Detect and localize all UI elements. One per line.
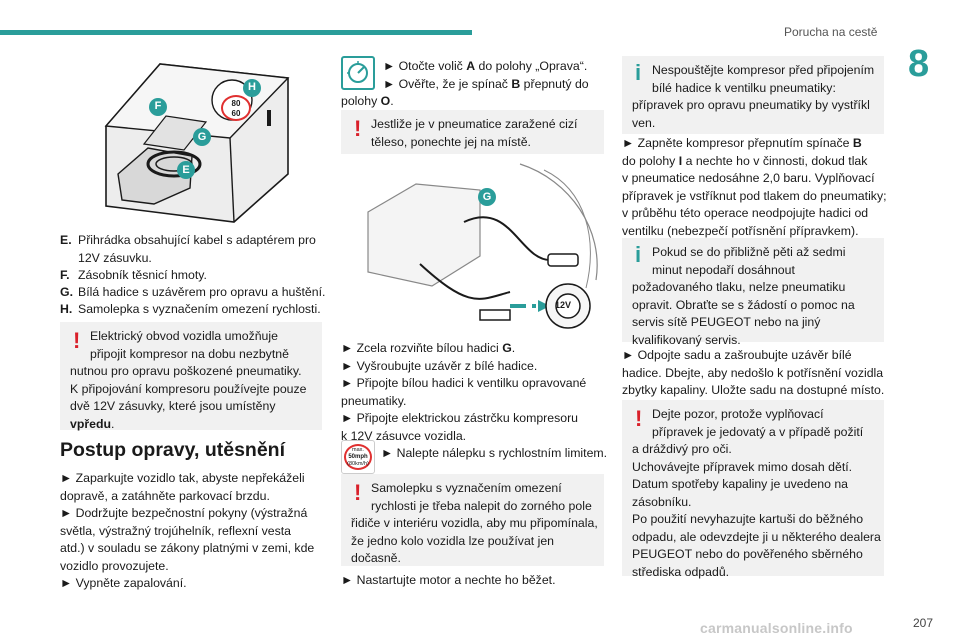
warning-icon: ! bbox=[354, 116, 362, 141]
warning-box-electrical: Elektrický obvod vozidla umožňuje připoj… bbox=[60, 322, 322, 431]
warning-icon: ! bbox=[354, 480, 362, 505]
section-title: Postup opravy, utěsnění bbox=[60, 439, 286, 461]
start-engine-step: ► Nastartujte motor a nechte ho běžet. bbox=[341, 573, 556, 587]
watermark: carmanualsonline.info bbox=[700, 620, 853, 636]
selector-dial-icon bbox=[341, 56, 375, 90]
hose-connection-illustration bbox=[367, 163, 598, 329]
socket-label-12v: 12V bbox=[555, 300, 572, 310]
warning-box-toxic: Dejte pozor, protože vyplňovací příprave… bbox=[622, 400, 884, 579]
procedure-steps-compressor: ► Zapněte kompresor přepnutím spínače B … bbox=[622, 136, 887, 238]
figure1-label-g: G bbox=[197, 131, 207, 143]
warning-icon: ! bbox=[73, 328, 81, 353]
info-icon: i bbox=[635, 60, 642, 85]
repair-kit-illustration bbox=[104, 63, 290, 223]
chapter-number: 8 bbox=[908, 43, 930, 85]
label-circle-g bbox=[193, 128, 211, 146]
speed-limit-sticker-icon: max. 50mph (80km/h) bbox=[341, 440, 375, 474]
label-circle-h bbox=[243, 79, 261, 97]
warning-box-foreign-object: Jestliže je v pneumatice zaražené cizí t… bbox=[341, 110, 604, 154]
label-circle-f bbox=[149, 98, 167, 116]
warning-box-speed-sticker: Samolepku s vyznačením omezení rychlosti… bbox=[341, 474, 604, 566]
info-box-pressure: Pokud se do přibližně pěti až sedmi minu… bbox=[622, 238, 884, 347]
legend-item-f: F. Zásobník těsnicí hmoty. bbox=[60, 268, 207, 282]
figure1-label-h: H bbox=[248, 81, 256, 93]
page-number: 207 bbox=[913, 616, 934, 630]
procedure-steps-disconnect: ► Odpojte sadu a zašroubujte uzávěr bílé… bbox=[622, 348, 885, 397]
label-circle-g2 bbox=[478, 188, 496, 206]
figure2-label-g: G bbox=[482, 191, 492, 203]
procedure-steps-hose: ► Zcela rozviňte bílou hadici G. ► Vyšro… bbox=[341, 341, 608, 460]
dial-step-text: ► Otočte volič A do polohy „Oprava“. ► O… bbox=[341, 59, 589, 108]
figure1-label-e: E bbox=[182, 164, 190, 176]
legend-item-e: E. Přihrádka obsahující kabel s adaptére… bbox=[60, 233, 316, 265]
top-accent-bar bbox=[0, 30, 472, 35]
warning-icon: ! bbox=[635, 406, 643, 431]
legend-item-g: G. Bílá hadice s uzávěrem pro opravu a h… bbox=[60, 285, 326, 299]
info-icon: i bbox=[635, 242, 642, 267]
running-title: Porucha na cestě bbox=[784, 25, 878, 39]
info-box-compressor: Nespouštějte kompresor před připojením b… bbox=[622, 56, 884, 134]
speed-sticker-80-60: 80 60 bbox=[221, 95, 251, 121]
legend-item-h: H. Samolepka s vyznačením omezení rychlo… bbox=[60, 302, 321, 316]
figure1-label-f: F bbox=[154, 100, 162, 112]
label-circle-e bbox=[177, 161, 195, 179]
procedure-steps-parking: ► Zaparkujte vozidlo tak, abyste nepřeká… bbox=[60, 471, 315, 590]
